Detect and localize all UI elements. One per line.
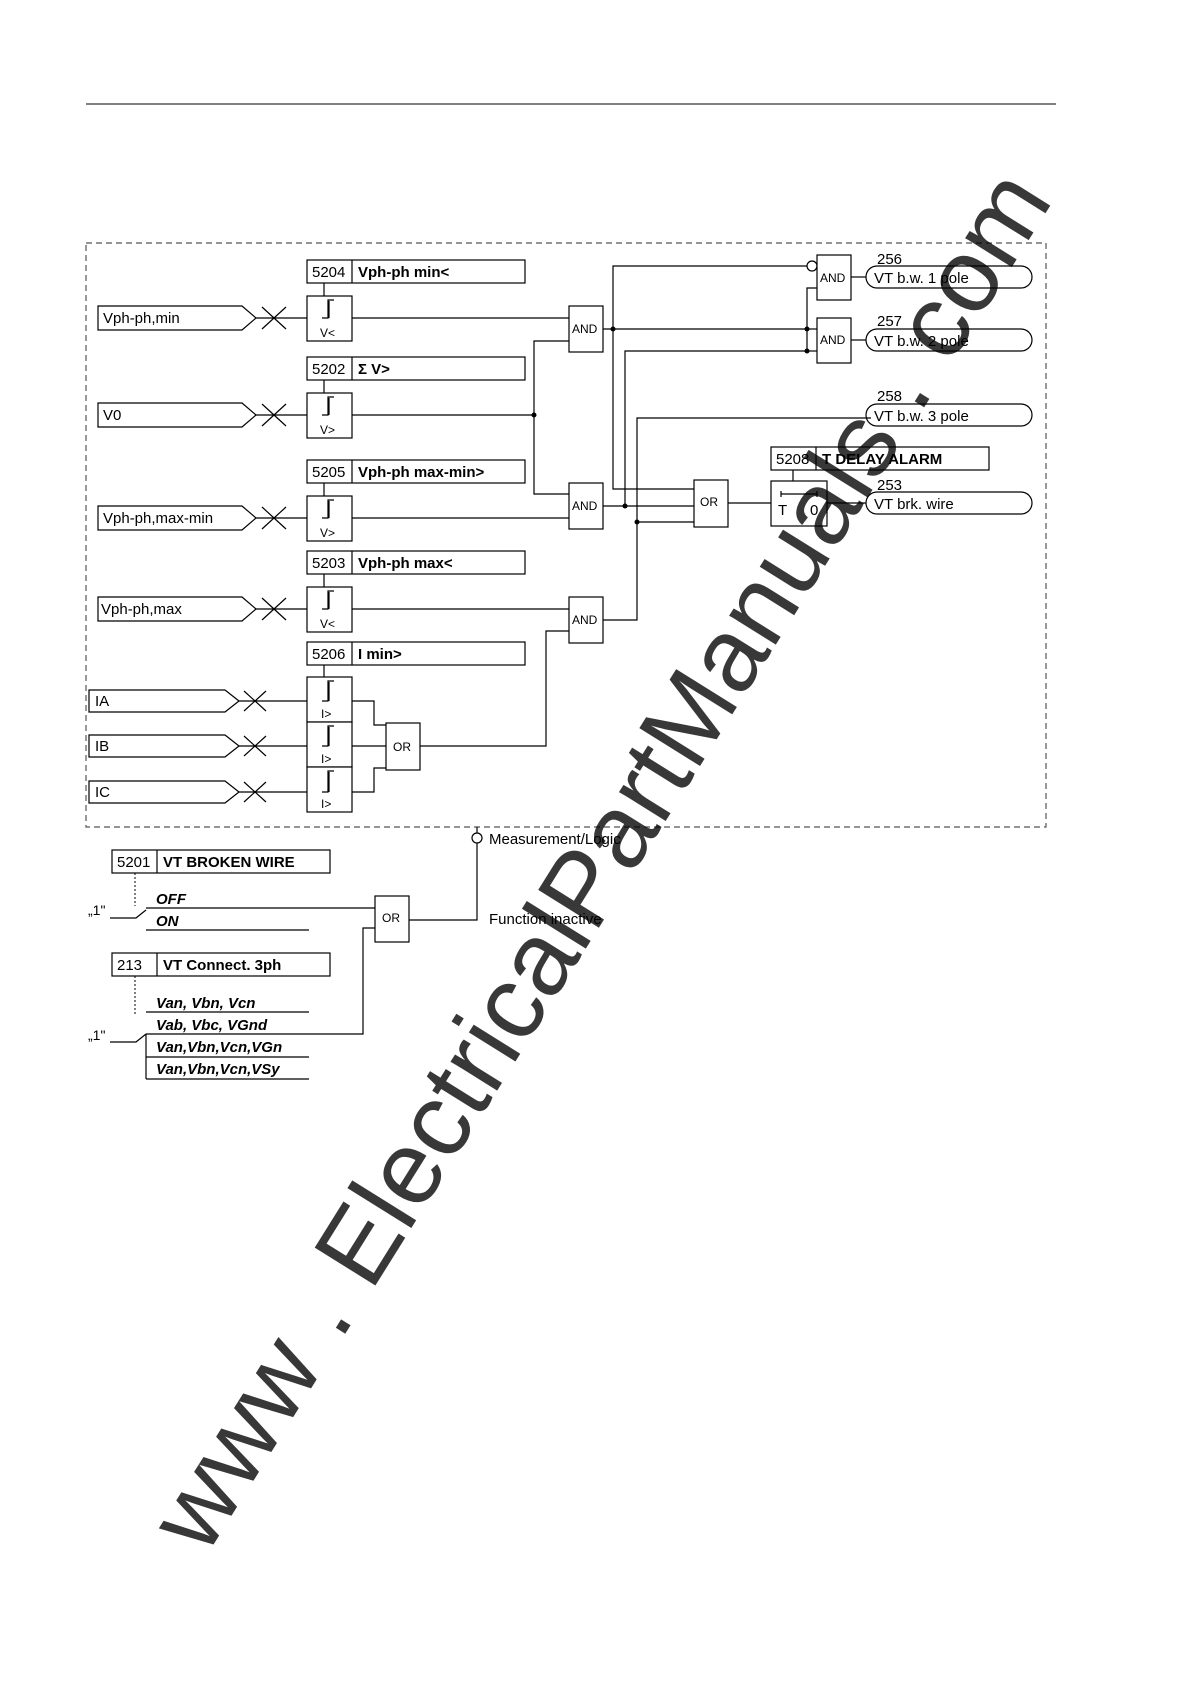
svg-text:AND: AND bbox=[572, 322, 598, 336]
param-5205[interactable]: 5205 Vph-ph max-min> bbox=[306, 459, 526, 496]
svg-text:253: 253 bbox=[877, 477, 902, 494]
svg-text:V>: V> bbox=[320, 526, 335, 540]
svg-text:VT Connect. 3ph: VT Connect. 3ph bbox=[163, 957, 281, 974]
svg-text:Vph-ph,max-min: Vph-ph,max-min bbox=[103, 510, 213, 527]
and-gate-1-pole: AND bbox=[816, 254, 866, 301]
bus-wires bbox=[603, 260, 871, 621]
svg-text:OR: OR bbox=[700, 495, 718, 509]
output-256: 256 VT b.w. 1 pole bbox=[865, 251, 1033, 289]
param-5203[interactable]: 5203 Vph-ph max< bbox=[306, 550, 526, 587]
input-vphph-max: Vph-ph,max bbox=[97, 596, 287, 622]
svg-text:I>: I> bbox=[321, 797, 331, 811]
svg-text:Vph-ph,max: Vph-ph,max bbox=[101, 601, 182, 618]
svg-text:IA: IA bbox=[95, 693, 109, 710]
svg-text:IC: IC bbox=[95, 784, 110, 801]
svg-text:I>: I> bbox=[321, 752, 331, 766]
svg-text:5202: 5202 bbox=[312, 361, 345, 378]
input-wires bbox=[239, 317, 307, 793]
svg-text:Van,Vbn,Vcn,VGn: Van,Vbn,Vcn,VGn bbox=[156, 1039, 282, 1056]
svg-text:256: 256 bbox=[877, 251, 902, 268]
svg-text:Measurement/Logic: Measurement/Logic bbox=[489, 831, 621, 848]
svg-text:VT b.w. 3 pole: VT b.w. 3 pole bbox=[874, 408, 969, 425]
svg-text:V>: V> bbox=[320, 423, 335, 437]
svg-text:Van, Vbn, Vcn: Van, Vbn, Vcn bbox=[156, 995, 255, 1012]
param-5208[interactable]: 5208 T DELAY ALARM bbox=[770, 446, 990, 481]
svg-text:AND: AND bbox=[820, 271, 846, 285]
svg-text:5208: 5208 bbox=[776, 451, 809, 468]
param-213[interactable]: 213 VT Connect. 3ph bbox=[111, 952, 331, 1015]
svg-text:5203: 5203 bbox=[312, 555, 345, 572]
or-gate-enable: OR bbox=[374, 895, 410, 943]
comparator-ic: I> bbox=[306, 766, 353, 813]
comparator-vphph-max: V< bbox=[306, 586, 353, 633]
output-253: 253 VT brk. wire bbox=[865, 477, 1033, 515]
svg-text:5204: 5204 bbox=[312, 264, 345, 281]
or-gate-current: OR bbox=[352, 630, 569, 793]
comparator-vphph-min: V< bbox=[306, 295, 353, 342]
svg-text:„1": „1" bbox=[88, 1027, 105, 1043]
param-5204[interactable]: 5204 Vph-ph min< bbox=[306, 259, 526, 296]
svg-text:5205: 5205 bbox=[312, 464, 345, 481]
output-257: 257 VT b.w. 2 pole bbox=[865, 313, 1033, 352]
svg-text:I min>: I min> bbox=[358, 646, 402, 663]
comparator-v0: V> bbox=[306, 392, 353, 439]
svg-text:VT brk. wire: VT brk. wire bbox=[874, 496, 954, 513]
svg-text:5201: 5201 bbox=[117, 854, 150, 871]
svg-text:Vph-ph max-min>: Vph-ph max-min> bbox=[358, 464, 485, 481]
svg-text:T: T bbox=[778, 502, 787, 519]
switch-213: „1" Van, Vbn, Vcn Vab, Vbc, VGnd Van,Vbn… bbox=[88, 927, 375, 1080]
svg-text:V<: V< bbox=[320, 326, 335, 340]
svg-text:AND: AND bbox=[572, 613, 598, 627]
svg-text:Function inactive: Function inactive bbox=[489, 911, 602, 928]
comparator-vphph-maxmin: V> bbox=[306, 495, 353, 542]
svg-text:„1": „1" bbox=[88, 902, 105, 918]
param-5206[interactable]: 5206 I min> bbox=[306, 641, 526, 677]
svg-text:Vab, Vbc, VGnd: Vab, Vbc, VGnd bbox=[156, 1017, 268, 1034]
svg-text:ON: ON bbox=[156, 913, 180, 930]
svg-text:258: 258 bbox=[877, 388, 902, 405]
svg-text:VT BROKEN WIRE: VT BROKEN WIRE bbox=[163, 854, 295, 871]
or-gate-main: OR bbox=[693, 479, 771, 528]
svg-text:V0: V0 bbox=[103, 407, 121, 424]
svg-text:0: 0 bbox=[810, 502, 818, 519]
comparator-ia: I> bbox=[306, 676, 353, 723]
svg-text:213: 213 bbox=[117, 957, 142, 974]
and-gate-1: AND bbox=[352, 305, 604, 415]
svg-text:AND: AND bbox=[820, 333, 846, 347]
mode-switch: Measurement/Logic Function inactive bbox=[409, 827, 621, 928]
svg-text:VT b.w. 2 pole: VT b.w. 2 pole bbox=[874, 333, 969, 350]
svg-text:IB: IB bbox=[95, 738, 109, 755]
svg-text:257: 257 bbox=[877, 313, 902, 330]
svg-text:OFF: OFF bbox=[156, 891, 187, 908]
output-258: 258 VT b.w. 3 pole bbox=[865, 388, 1033, 427]
svg-text:Van,Vbn,Vcn,VSy: Van,Vbn,Vcn,VSy bbox=[156, 1061, 280, 1078]
svg-text:V<: V< bbox=[320, 617, 335, 631]
and-gate-2-pole: AND bbox=[816, 317, 866, 364]
svg-text:Σ V>: Σ V> bbox=[358, 361, 390, 378]
svg-text:I>: I> bbox=[321, 707, 331, 721]
param-5201[interactable]: 5201 VT BROKEN WIRE bbox=[111, 849, 331, 906]
svg-text:Vph-ph,min: Vph-ph,min bbox=[103, 310, 180, 327]
switch-5201: „1" OFF ON bbox=[88, 891, 375, 931]
svg-text:T DELAY ALARM: T DELAY ALARM bbox=[822, 451, 942, 468]
function-boundary bbox=[85, 242, 1047, 828]
param-5202[interactable]: 5202 Σ V> bbox=[306, 356, 526, 393]
svg-text:Vph-ph max<: Vph-ph max< bbox=[358, 555, 453, 572]
svg-text:VT b.w. 1 pole: VT b.w. 1 pole bbox=[874, 270, 969, 287]
svg-text:OR: OR bbox=[382, 911, 400, 925]
svg-text:5206: 5206 bbox=[312, 646, 345, 663]
comparator-ib: I> bbox=[306, 721, 353, 768]
and-gate-3: AND bbox=[352, 596, 604, 644]
svg-text:AND: AND bbox=[572, 499, 598, 513]
svg-text:Vph-ph min<: Vph-ph min< bbox=[358, 264, 449, 281]
svg-text:OR: OR bbox=[393, 740, 411, 754]
timer-block: T 0 bbox=[770, 480, 866, 527]
